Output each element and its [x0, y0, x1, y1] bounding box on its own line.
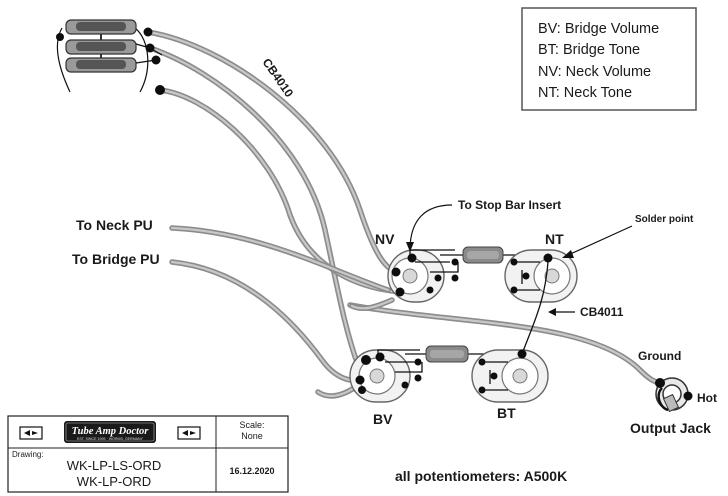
brand-mark-right-icon: [177, 426, 201, 440]
label-to-bridge-pu: To Bridge PU: [72, 251, 160, 267]
label-bv: BV: [373, 411, 393, 427]
cable-label-cb4010: CB4010: [260, 56, 297, 100]
cable-label-cb4011: CB4011: [580, 305, 624, 319]
pot-nt: [504, 249, 578, 303]
scale-label: Scale:: [239, 420, 264, 430]
label-to-stop-bar: To Stop Bar Insert: [458, 198, 561, 212]
label-to-neck-pu: To Neck PU: [76, 217, 153, 233]
label-output-jack: Output Jack: [630, 420, 711, 436]
pot-bv: [349, 349, 423, 403]
drawing-number-2: WK-LP-ORD: [77, 474, 151, 489]
label-all-pots: all potentiometers: A500K: [395, 468, 567, 484]
label-nv: NV: [375, 231, 395, 247]
capacitor-bridge: [405, 345, 500, 363]
label-solder-point: Solder point: [635, 214, 694, 225]
logo-subtext: EST. SINCE 1995 · WORMS, GERMANY: [77, 437, 144, 441]
drawing-date: 16.12.2020: [229, 466, 274, 476]
ground-wire: [521, 261, 549, 355]
output-jack: [655, 377, 693, 413]
capacitor-neck: [440, 246, 525, 264]
cable-bridge-pu: [169, 259, 363, 384]
toggle-switch: [56, 19, 165, 95]
callout-arrows: [406, 204, 633, 316]
drawing-number-1: WK-LP-LS-ORD: [67, 458, 162, 473]
legend-item-bt: BT: Bridge Tone: [538, 42, 640, 58]
cables: [145, 29, 663, 399]
tad-logo: Tube Amp Doctor EST. SINCE 1995 · WORMS,…: [64, 421, 156, 443]
brand-mark-left-icon: [19, 426, 43, 440]
logo-text: Tube Amp Doctor: [72, 426, 150, 437]
pot-nv: [387, 249, 459, 303]
label-hot: Hot: [697, 391, 717, 405]
scale-value: None: [241, 431, 263, 441]
title-block: Tube Amp Doctor EST. SINCE 1995 · WORMS,…: [7, 415, 289, 493]
legend-item-nt: NT: Neck Tone: [538, 85, 632, 101]
legend: BV: Bridge Volume BT: Bridge Tone NV: Ne…: [521, 7, 697, 111]
legend-item-nv: NV: Neck Volume: [538, 64, 651, 80]
label-nt: NT: [545, 231, 564, 247]
label-bt: BT: [497, 405, 516, 421]
legend-item-bv: BV: Bridge Volume: [538, 21, 659, 37]
cable-neck-pu: [169, 225, 391, 293]
pot-bt: [471, 349, 549, 403]
label-ground: Ground: [638, 349, 681, 363]
drawing-label: Drawing:: [12, 450, 44, 459]
